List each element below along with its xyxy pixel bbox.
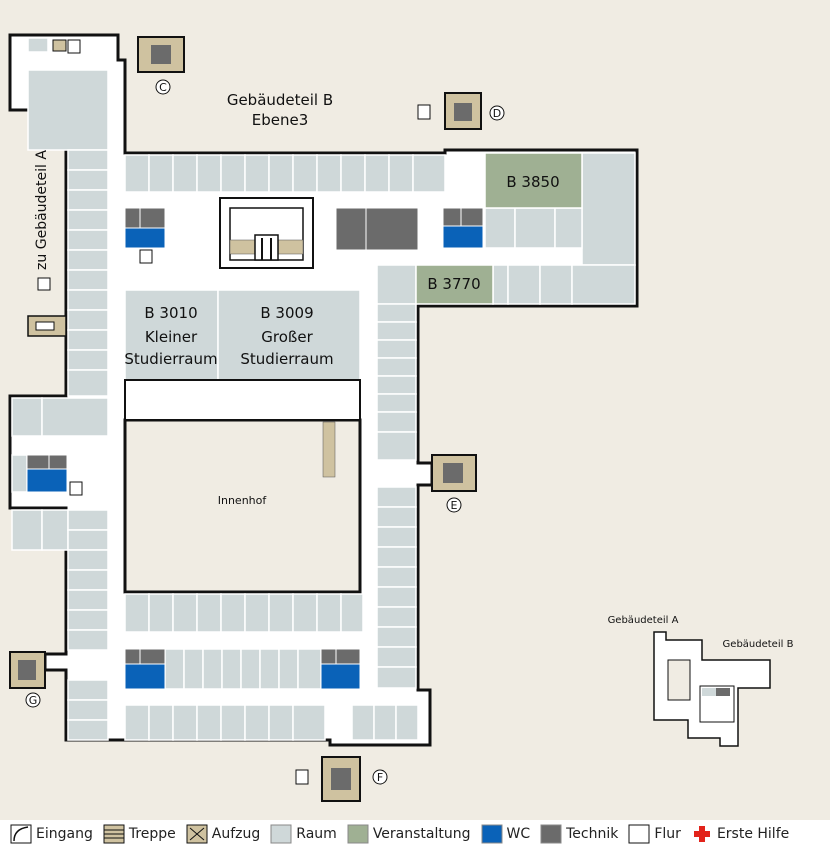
stair-letter-d: D [493,107,501,120]
stairwell-c[interactable] [137,36,185,73]
legend-item-entrance: Eingang [10,824,93,844]
floor-plan: Innenhof [8,33,794,802]
legend-item-tech: Technik [540,824,618,844]
tech-swatch [540,824,562,844]
legend-item-first-aid: Erste Hilfe [691,824,789,844]
stair-letter-e: E [451,499,458,512]
central-stair [219,197,314,269]
overview-label-b: Gebäudeteil B [723,639,794,650]
courtyard-label: Innenhof [218,494,268,507]
side-label: zu Gebäudeteil A [34,150,50,270]
legend-item-wc: WC [481,824,531,844]
stair-courtyard [322,421,336,478]
legend-item-corridor: Flur [628,824,681,844]
arrow-up-icon [37,277,51,291]
map-title: Gebäudeteil B [227,91,333,109]
room-swatch [270,824,292,844]
overview-map: Gebäudeteil A Gebäudeteil B [608,615,794,747]
room-b3770-number: B 3770 [427,275,480,293]
map-level: Ebene3 [252,111,309,129]
room-b3770[interactable] [415,264,494,305]
legend-item-stairs: Treppe [103,824,176,844]
legend-label-corridor: Flur [654,826,681,842]
stair-letter-g: G [29,694,38,707]
wheelchair-icons [67,39,431,785]
stairwell-g[interactable] [9,651,46,689]
stairwell-e[interactable] [431,454,477,492]
corridor-swatch [628,824,650,844]
technical-rooms [26,207,484,665]
legend-item-elevator: Aufzug [186,824,261,844]
room-b3009-name-line1: Großer [261,328,313,346]
legend-label-elevator: Aufzug [211,826,261,842]
stairs-icon [103,824,125,844]
room-b3009-name-line2: Studierraum [240,350,333,368]
stairwell-d[interactable] [444,92,482,130]
legend-label-room: Raum [296,826,337,842]
stair-letter-f: F [377,771,383,784]
stair-letter-c: C [159,81,167,94]
legend-bar [0,820,830,854]
room-b3850[interactable] [484,152,583,209]
room-b3010[interactable] [124,289,219,381]
stairwell-f[interactable] [321,756,361,802]
legend-item-event: Veranstaltung [347,824,471,844]
stair-letters: C D E F G [25,79,505,785]
room-b3009[interactable] [217,289,361,381]
room-b3850-number: B 3850 [506,173,559,191]
legend-label-event: Veranstaltung [372,826,471,842]
legend-label-stairs: Treppe [128,826,176,842]
elevator-icon [52,39,67,52]
courtyard [123,418,362,594]
overview-label-a: Gebäudeteil A [608,615,679,626]
first-aid-icon [691,825,712,843]
legend-label-entrance: Eingang [36,826,93,842]
wc-rooms [26,225,484,690]
rooms [11,37,636,741]
room-b3010-name-line2: Studierraum [124,350,217,368]
legend: Eingang Treppe Aufzug Raum Veranstaltung… [10,824,799,844]
legend-item-room: Raum [270,824,337,844]
elevator-icon [186,824,208,844]
room-b3010-name-line1: Kleiner [145,328,198,346]
legend-label-wc: WC [506,826,531,842]
room-b3009-number: B 3009 [260,304,313,322]
wc-swatch [481,824,502,844]
event-swatch [347,824,369,844]
legend-label-first-aid: Erste Hilfe [716,826,790,842]
legend-label-tech: Technik [566,826,619,842]
entrance-icon [10,824,32,844]
room-b3010-number: B 3010 [144,304,197,322]
